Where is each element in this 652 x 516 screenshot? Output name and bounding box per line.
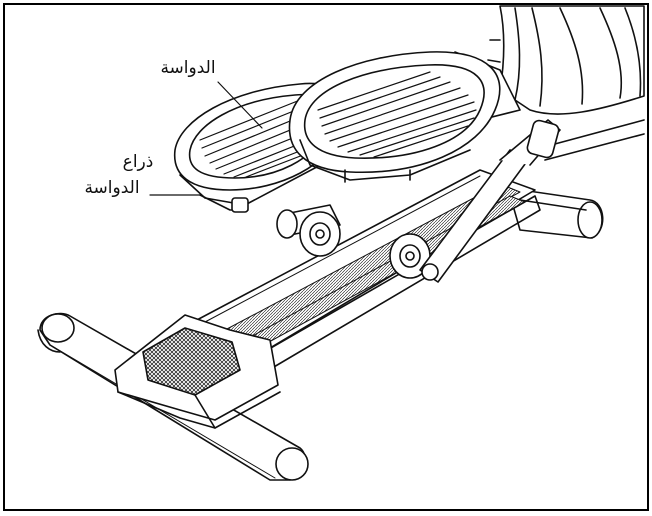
pedal-right [288,51,501,183]
roller-assembly [276,204,431,279]
diagram-frame [3,3,649,511]
front-housing [114,314,281,429]
pedal-label: الدواسة [160,58,216,78]
pedal-leader-line [217,81,263,129]
console-housing [487,5,645,115]
pedal-arm-label-line2: الدواسة [84,178,140,198]
rear-right-stabilizer [507,187,604,239]
pedal-arm-label-line1: ذراع [122,152,154,172]
pedal-arm-right [419,119,561,283]
